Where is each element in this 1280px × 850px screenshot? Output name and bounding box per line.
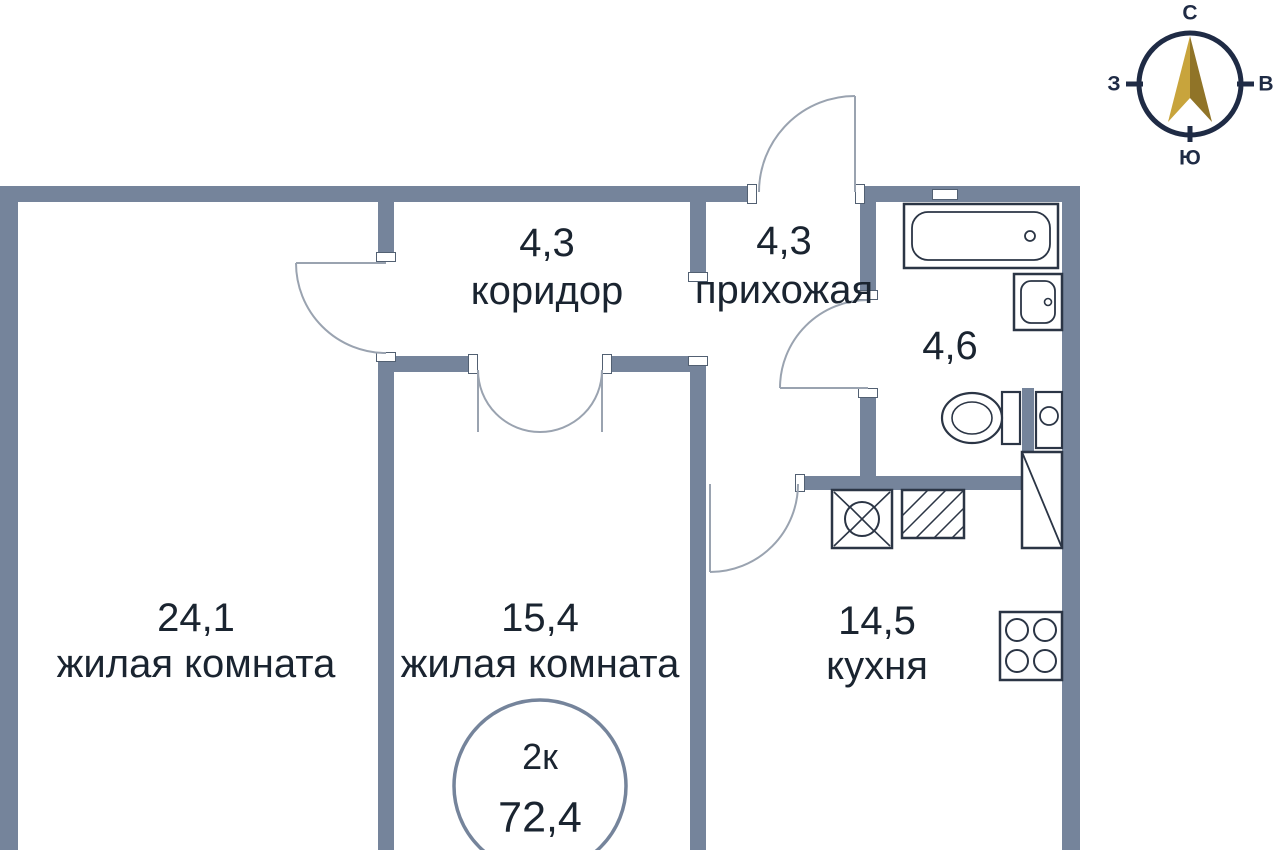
bathtub <box>902 202 1060 270</box>
wall-corridor-hallway <box>690 202 706 282</box>
corridor-area: 4,3 <box>519 221 575 265</box>
door-swing-kitchen <box>709 483 799 573</box>
door-swing-living1 <box>295 262 387 354</box>
jamb-marker <box>688 272 708 282</box>
wall-living1-living2 <box>378 352 394 850</box>
bathroom-area: 4,6 <box>922 324 978 368</box>
compass <box>1126 30 1254 142</box>
door-swing-bathroom <box>779 299 869 389</box>
jamb-marker <box>602 354 612 374</box>
wall-corridor-left <box>394 356 478 372</box>
kitchen-sink <box>830 488 894 550</box>
jamb-marker <box>468 354 478 374</box>
jamb-marker <box>376 252 396 262</box>
wall-bath-partition <box>1022 388 1034 452</box>
jamb-marker <box>747 184 757 204</box>
living2-area: 15,4 <box>501 596 579 640</box>
living2-label: жилая комната <box>400 642 680 686</box>
kitchen-drainer <box>900 488 966 540</box>
vent-window <box>932 189 958 200</box>
wall-right <box>1062 186 1080 850</box>
wall-top-right <box>855 186 1080 202</box>
wall-bath-lower <box>860 388 876 490</box>
wall-living1-corridor <box>378 202 394 262</box>
living1-area: 24,1 <box>157 596 235 640</box>
hallway-area: 4,3 <box>756 219 812 263</box>
compass-west-label: З <box>1107 72 1121 96</box>
wall-bath-upper <box>860 202 876 300</box>
door-swing-living2-double <box>477 369 603 433</box>
wall-left <box>0 186 18 850</box>
living1-label: жилая комната <box>56 642 336 686</box>
badge-room-count: 2к <box>522 736 558 777</box>
kitchen-label: кухня <box>826 644 928 688</box>
compass-north-label: С <box>1182 1 1198 25</box>
hallway-label: прихожая <box>694 268 874 312</box>
jamb-marker <box>688 356 708 366</box>
duct-shaft <box>1020 450 1064 550</box>
bathroom-sink <box>1012 272 1064 332</box>
washbasin <box>1034 390 1064 450</box>
corridor-label: коридор <box>470 269 624 313</box>
door-swing-entrance <box>758 95 856 193</box>
badge-total-area: 72,4 <box>498 793 582 842</box>
wall-top-left <box>0 186 757 202</box>
kitchen-area: 14,5 <box>838 599 916 643</box>
summary-badge-circle <box>452 698 628 850</box>
wall-corridor-right <box>602 356 706 372</box>
jamb-marker <box>855 184 865 204</box>
compass-east-label: В <box>1258 72 1274 96</box>
compass-needle-icon <box>1168 36 1212 122</box>
stove-hob <box>998 610 1064 682</box>
toilet <box>940 390 1022 446</box>
compass-south-label: Ю <box>1179 146 1201 170</box>
wall-living2-kitchen <box>690 356 706 850</box>
wall-kitchen-top <box>795 476 1022 490</box>
jamb-marker <box>795 474 805 492</box>
